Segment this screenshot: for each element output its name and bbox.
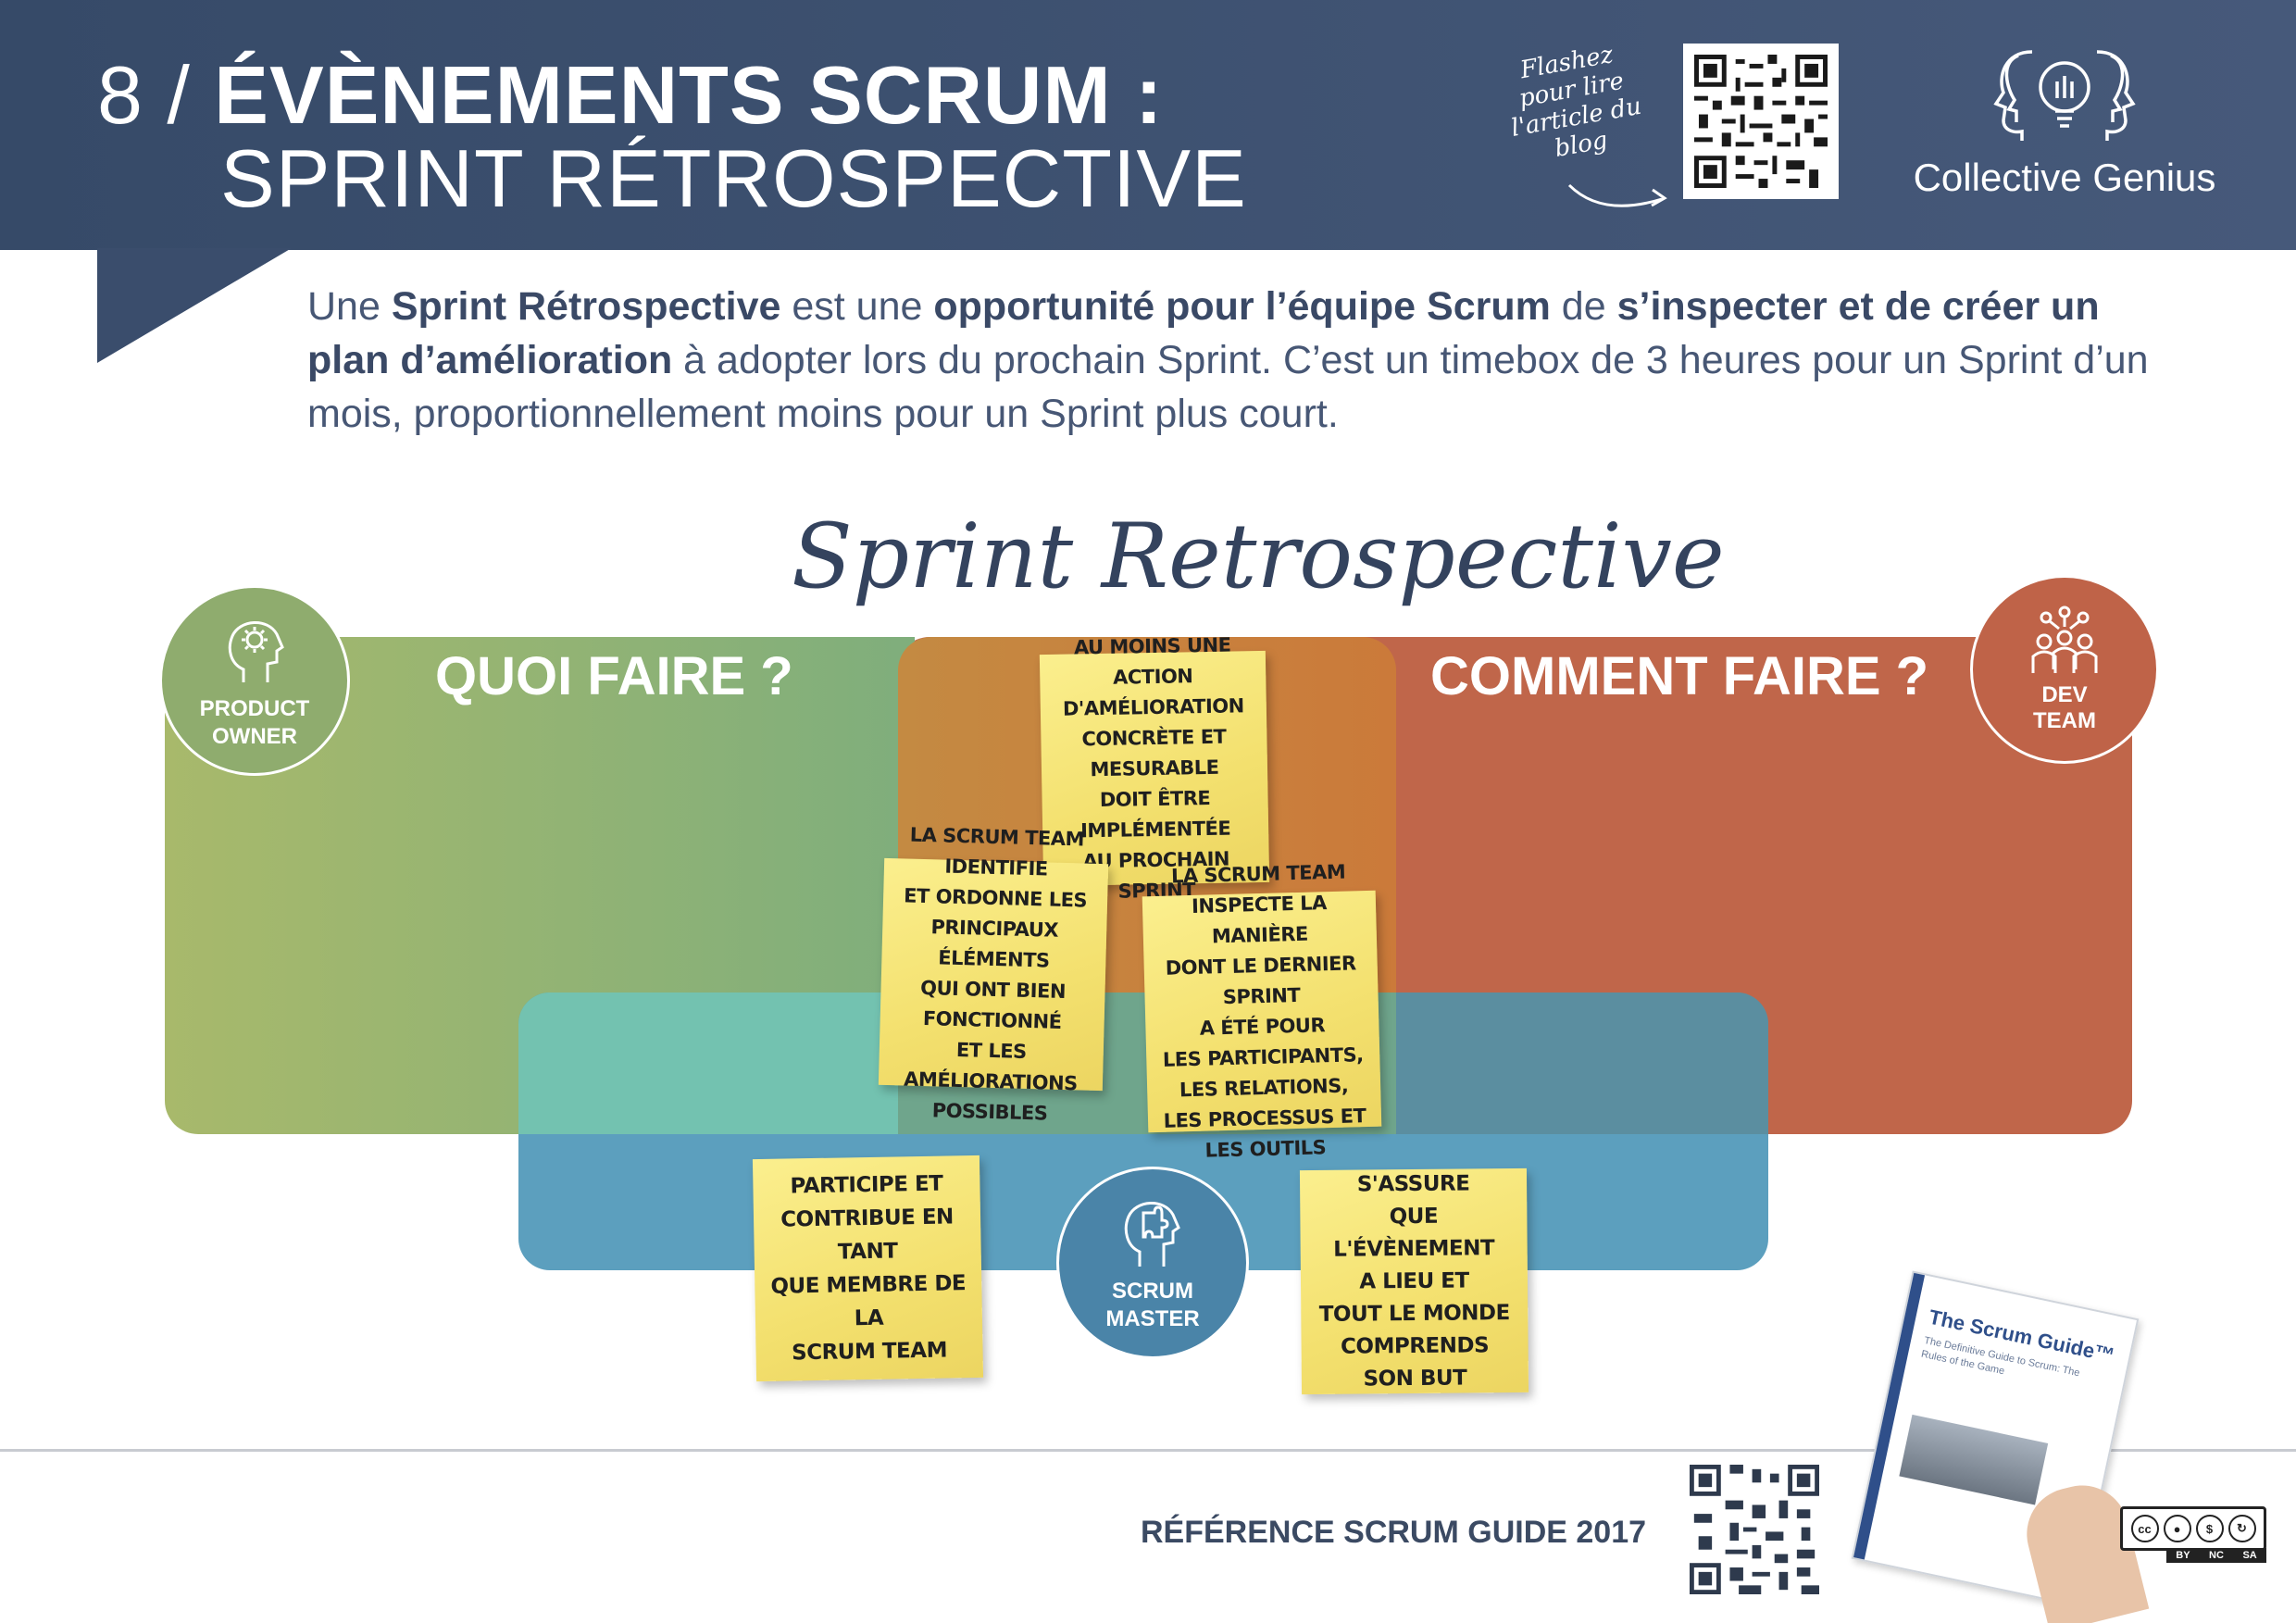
nc-dollar-icon: $ xyxy=(2195,1515,2224,1542)
footer-reference: RÉFÉRENCE SCRUM GUIDE 2017 xyxy=(1141,1515,1647,1550)
title-main: ÉVÈNEMENTS SCRUM : xyxy=(214,49,1164,141)
license-sa-label: SA xyxy=(2242,1550,2257,1561)
heading-comment-faire: COMMENT FAIRE ? xyxy=(1430,646,1929,706)
sticky-note: La Scrum Team inspecte la manière dont l… xyxy=(1142,860,1382,1161)
scrum-guide-qr-code[interactable] xyxy=(1690,1465,1819,1594)
section-number: 8 / xyxy=(97,49,191,141)
license-by-label: BY xyxy=(2176,1550,2190,1561)
curved-arrow-icon xyxy=(1567,183,1667,207)
license-labels: BY NC SA xyxy=(2166,1548,2266,1563)
blog-qr-code[interactable] xyxy=(1683,44,1839,199)
license-nc-label: NC xyxy=(2209,1550,2224,1561)
intro-text: Une xyxy=(307,284,392,329)
role-label-line1: SCRUM xyxy=(1112,1279,1193,1304)
sticky-note: S'assure que l'évènement a lieu et tout … xyxy=(1299,1167,1529,1395)
role-product-owner: PRODUCT OWNER xyxy=(159,585,350,776)
qr-code-icon xyxy=(1690,1465,1819,1594)
diagram-title: Sprint Retrospective xyxy=(792,505,1725,608)
role-label-line2: MASTER xyxy=(1105,1306,1200,1331)
intro-bold: s’inspecter et de créer un plan d’amélio… xyxy=(307,284,2100,382)
brand-name: Collective Genius xyxy=(1913,156,2216,199)
by-person-icon: ● xyxy=(2163,1515,2191,1542)
creative-commons-badge[interactable]: cc ● $ ↻ xyxy=(2120,1506,2266,1551)
page-subtitle: SPRINT RÉTROSPECTIVE xyxy=(220,132,1247,224)
sticky-note: La Scrum Team identifie et ordonne les p… xyxy=(878,823,1109,1124)
heading-quoi-faire: QUOI FAIRE ? xyxy=(435,646,793,706)
intro-text: à adopter lors du prochain Sprint. C’est… xyxy=(307,338,2149,436)
cc-icon: cc xyxy=(2130,1515,2159,1542)
overlap-teal-left xyxy=(518,993,898,1134)
qr-code-icon xyxy=(1694,55,1828,188)
role-label-line1: DEV xyxy=(2041,682,2088,707)
book-photo xyxy=(1899,1414,2049,1505)
collective-genius-logo-icon xyxy=(1993,50,2136,141)
role-scrum-master: SCRUM MASTER xyxy=(1056,1167,1249,1359)
footer-divider xyxy=(0,1449,2296,1452)
sa-share-icon: ↻ xyxy=(2227,1515,2256,1542)
head-gear-icon xyxy=(228,621,284,682)
team-network-icon xyxy=(2031,606,2098,673)
overlap-teal-right xyxy=(1396,993,1768,1134)
header-banner xyxy=(0,0,2296,250)
intro-paragraph: Une Sprint Rétrospective est une opportu… xyxy=(307,280,2159,441)
role-label-line1: PRODUCT xyxy=(199,696,310,721)
header-tab-shape xyxy=(97,248,292,363)
flashez-note: Flashez pour lire l'article du blog xyxy=(1509,41,1644,164)
page-title: 8 / ÉVÈNEMENTS SCRUM : xyxy=(97,48,1163,143)
intro-bold: opportunité pour l’équipe Scrum xyxy=(933,284,1551,329)
role-label-line2: TEAM xyxy=(2033,708,2096,733)
intro-text: est une xyxy=(780,284,934,329)
intro-bold: Sprint Rétrospective xyxy=(391,284,781,329)
intro-text: de xyxy=(1550,284,1617,329)
head-puzzle-icon xyxy=(1124,1202,1180,1267)
sticky-note: Participe et contribue en tant que membr… xyxy=(752,1155,984,1382)
role-label-line2: OWNER xyxy=(212,724,297,749)
role-dev-team: DEV TEAM xyxy=(1970,575,2159,764)
